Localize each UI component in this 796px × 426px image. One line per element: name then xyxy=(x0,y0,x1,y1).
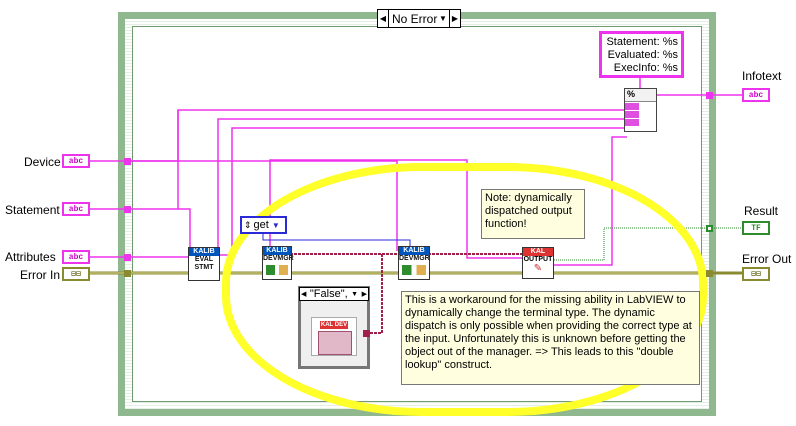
device-terminal[interactable]: abc xyxy=(62,154,90,168)
error-in-tunnel xyxy=(124,270,131,277)
devmgr-2-band: KALIB xyxy=(399,247,429,255)
case-selector[interactable]: ◀ No Error ▼ ▶ xyxy=(377,9,461,28)
device-icon xyxy=(402,265,426,275)
attributes-terminal[interactable]: abc xyxy=(62,250,90,264)
device-tunnel xyxy=(124,158,131,165)
error-in-label: Error In xyxy=(20,268,61,282)
inner-case-selector[interactable]: ◀ "False", ▼ ▶ xyxy=(299,287,369,301)
pencil-icon: ✎ xyxy=(533,263,543,274)
workaround-comment[interactable]: This is a workaround for the missing abi… xyxy=(401,291,700,385)
format-into-string-node[interactable]: % xyxy=(624,88,657,132)
enum-dropdown-icon: ▼ xyxy=(271,220,280,230)
wire-eval-out xyxy=(218,127,627,256)
class-tunnel xyxy=(363,330,370,337)
class-constant-label: KAL DEV xyxy=(320,321,348,329)
format-string-constant[interactable]: Statement: %s Evaluated: %s ExecInfo: %s xyxy=(599,31,684,78)
inner-case-label: "False", xyxy=(309,288,348,300)
eval-stmt-line1: EVAL xyxy=(194,256,214,263)
infotext-terminal[interactable]: abc xyxy=(742,88,770,102)
get-enum-value: get xyxy=(253,219,269,231)
error-out-label: Error Out xyxy=(742,252,792,266)
attributes-tunnel xyxy=(124,254,131,261)
result-type: TF xyxy=(751,223,761,233)
attributes-label: Attributes xyxy=(5,250,56,264)
statement-label: Statement xyxy=(5,203,60,217)
class-constant[interactable]: KAL DEV xyxy=(311,317,357,356)
infotext-type: abc xyxy=(748,90,764,100)
prev-case-icon[interactable]: ◀ xyxy=(378,10,389,27)
selector-dropdown-icon[interactable]: ▼ xyxy=(351,290,359,298)
get-enum-constant[interactable]: ⇕ get ▼ xyxy=(240,216,287,234)
format-line-2: Evaluated: %s xyxy=(607,49,678,61)
result-terminal[interactable]: TF xyxy=(742,221,770,235)
statement-type: abc xyxy=(68,204,84,214)
format-node-header: % xyxy=(627,89,636,99)
format-input-1 xyxy=(625,103,639,110)
devmgr-node-1[interactable]: KALIB DEVMGR xyxy=(262,246,294,280)
output-band: KAL DEV xyxy=(523,248,553,263)
next-case-icon[interactable]: ▶ xyxy=(449,10,460,27)
device-icon xyxy=(266,265,288,275)
attributes-type: abc xyxy=(68,252,84,262)
statement-tunnel xyxy=(124,206,131,213)
devmgr-2-label: DEVMGR xyxy=(399,255,430,262)
statement-terminal[interactable]: abc xyxy=(62,202,90,216)
class-cube-icon xyxy=(318,331,352,355)
format-line-3: ExecInfo: %s xyxy=(613,62,678,74)
next-case-icon[interactable]: ▶ xyxy=(361,291,367,298)
note-text: Note: dynamically dispatched output func… xyxy=(485,192,572,230)
error-in-terminal[interactable]: ⊟⊟ xyxy=(62,267,90,281)
wire-statement xyxy=(90,208,191,249)
error-out-terminal[interactable]: ⊟⊟ xyxy=(742,267,770,281)
note-comment[interactable]: Note: dynamically dispatched output func… xyxy=(481,189,585,239)
devmgr-1-label: DEVMGR xyxy=(263,255,294,262)
eval-stmt-line2: STMT xyxy=(194,264,214,271)
prev-case-icon[interactable]: ◀ xyxy=(301,291,307,298)
infotext-label: Infotext xyxy=(742,69,782,83)
error-cluster-icon: ⊟⊟ xyxy=(751,270,761,279)
infotext-tunnel xyxy=(706,92,713,99)
error-cluster-icon: ⊟⊟ xyxy=(71,270,81,279)
format-line-1: Statement: %s xyxy=(606,36,678,48)
highlight-annotation xyxy=(222,163,707,416)
format-input-2 xyxy=(625,111,639,118)
result-tunnel xyxy=(706,225,713,232)
format-input-3 xyxy=(625,119,639,126)
enum-arrows-icon: ⇕ xyxy=(244,219,252,230)
output-node[interactable]: KAL DEV OUTPUT ✎ xyxy=(522,247,554,279)
selector-dropdown-icon[interactable]: ▼ xyxy=(439,14,447,23)
wire-device xyxy=(90,109,627,162)
devmgr-node-2[interactable]: KALIB DEVMGR xyxy=(398,246,430,280)
output-label: OUTPUT xyxy=(523,256,553,263)
device-type: abc xyxy=(68,156,84,166)
wire-devmgr-fmt xyxy=(269,159,523,259)
devmgr-1-band: KALIB xyxy=(263,247,291,255)
eval-stmt-node[interactable]: KALIB EVAL STMT xyxy=(188,247,220,281)
case-selector-label: No Error xyxy=(392,11,438,26)
workaround-text: This is a workaround for the missing abi… xyxy=(405,294,692,371)
result-label: Result xyxy=(744,204,779,218)
error-out-tunnel xyxy=(706,270,713,277)
device-label: Device xyxy=(24,155,61,169)
eval-stmt-band: KALIB xyxy=(189,248,219,256)
